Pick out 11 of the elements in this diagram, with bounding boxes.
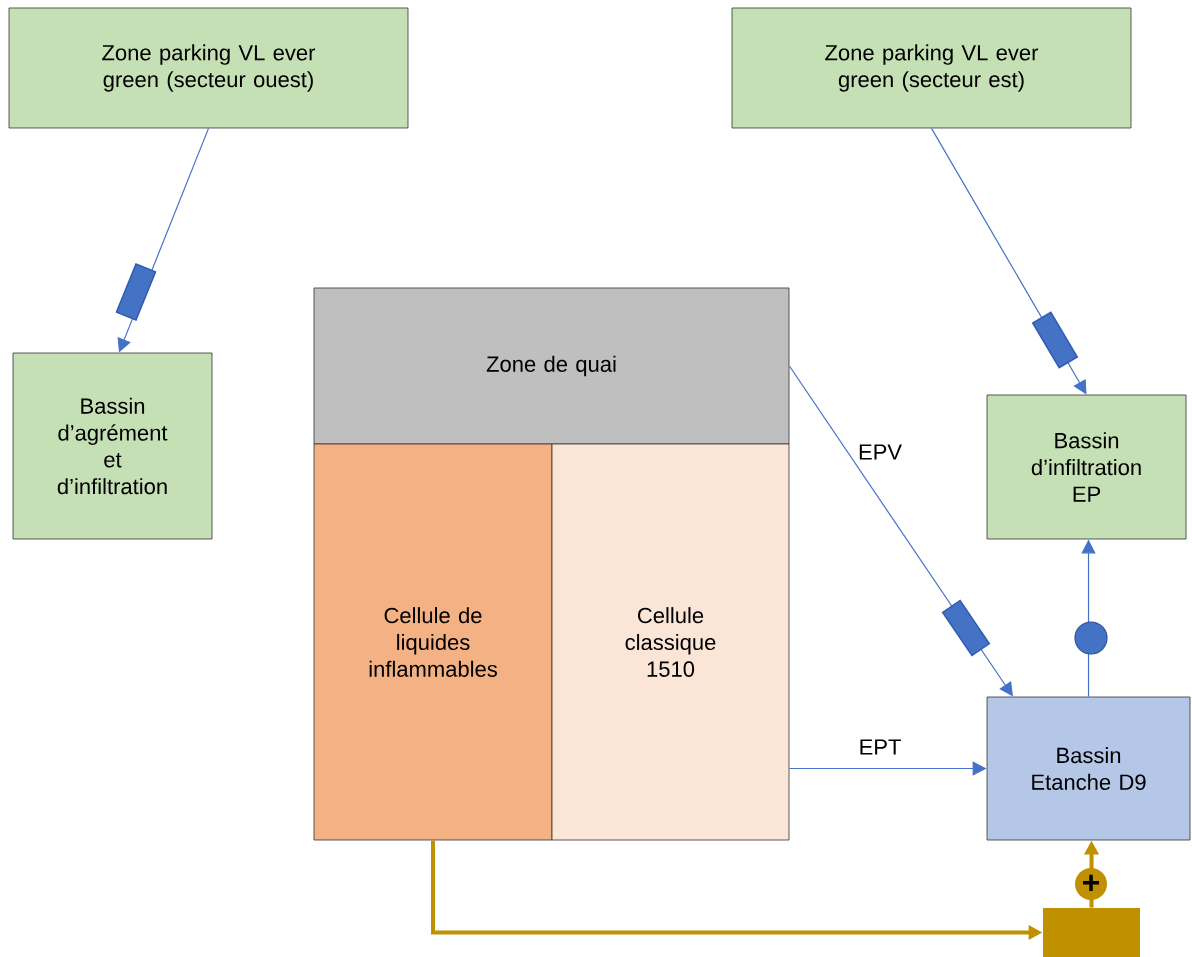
zone-box: Zone parking VL ever green (secteur ouest) bbox=[8, 7, 409, 129]
basin-box: Bassin d’infiltration EP bbox=[986, 394, 1187, 540]
cell-box: Cellule de liquides inflammables bbox=[313, 443, 553, 841]
basin-box: Bassin d’agrément et d’infiltration bbox=[12, 352, 213, 540]
zone-box: Zone parking VL ever green (secteur est) bbox=[731, 7, 1132, 129]
basin-box: Bassin Etanche D9 bbox=[986, 696, 1191, 841]
edge-label: EPT bbox=[856, 737, 904, 757]
edge-label: EPV bbox=[856, 442, 905, 462]
cell-box: Cellule classique 1510 bbox=[551, 443, 790, 841]
zone-box: Zone de quai bbox=[313, 287, 790, 445]
collector-box bbox=[1043, 908, 1140, 957]
